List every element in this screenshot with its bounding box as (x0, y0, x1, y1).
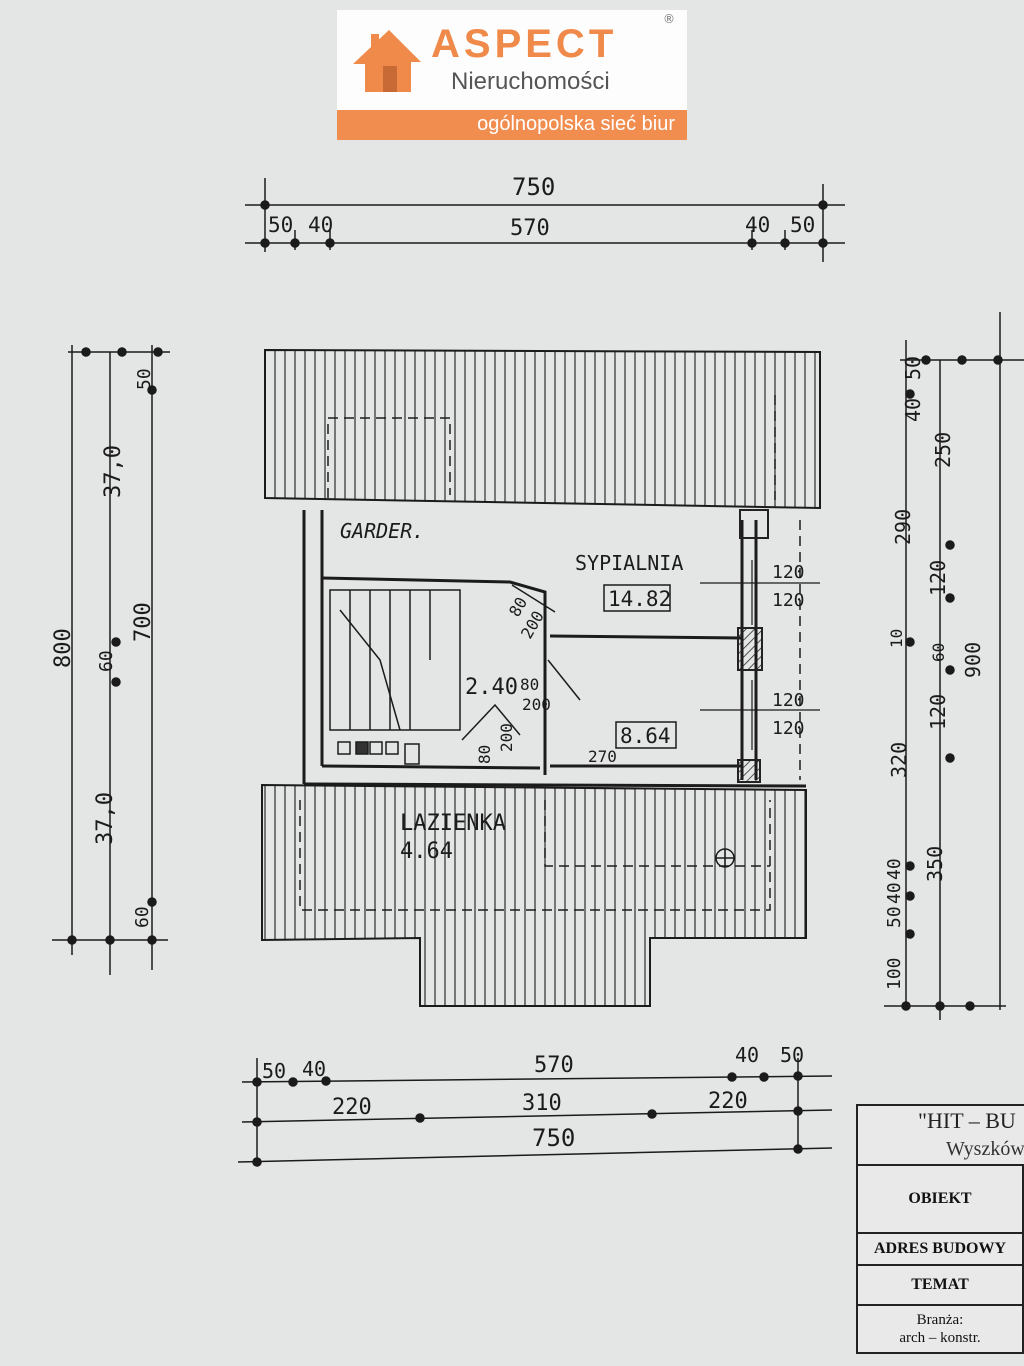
window-dim: 120 (772, 562, 805, 583)
dim-right-seg: 250 (931, 432, 955, 468)
dim-bottom-r2: 220 (708, 1089, 748, 1114)
room2-area: 8.64 (620, 724, 671, 748)
room-sypialnia: SYPIALNIA (575, 551, 683, 575)
dim-top-part: 40 (308, 213, 333, 237)
dim-right-seg: 10 (887, 629, 906, 648)
chimney (737, 627, 763, 671)
chimney (737, 759, 761, 783)
area-box (603, 584, 671, 612)
row-adres: ADRES BUDOWY (858, 1234, 1024, 1266)
dim-bottom-r1: 50 (262, 1059, 286, 1083)
roof-outline-dashed (299, 395, 801, 911)
registered-mark: ® (663, 12, 675, 26)
door-dim: 200 (522, 695, 551, 714)
dim-top-part: 50 (268, 213, 293, 237)
dim-right-seg: 50 (884, 906, 905, 928)
dim-left-total: 800 (51, 628, 76, 668)
dim-left-inner: 37,0 (101, 445, 126, 498)
title-block-header: "HIT – BU Wyszków (858, 1106, 1024, 1166)
room-lazienka: LAZIENKA (400, 811, 506, 836)
dim-left-small: 50 (134, 368, 155, 390)
dim-right-outer: 900 (961, 642, 985, 678)
project-name: "HIT – BU (918, 1108, 1016, 1133)
logo-band: ogólnopolska sieć biur (337, 110, 687, 140)
staircase (329, 589, 461, 731)
logo-brand: ASPECT (431, 22, 618, 66)
dim-right-seg: 290 (891, 509, 915, 545)
dim-top-part: 40 (745, 213, 770, 237)
dim-top-part: 570 (510, 216, 550, 241)
dim-bottom-r1: 50 (780, 1043, 804, 1067)
room-lazienka-area: 4.64 (400, 839, 453, 864)
dim-top-total: 750 (512, 173, 555, 201)
area-box (615, 721, 677, 749)
dim-right-seg: 120 (926, 694, 950, 730)
branza-label: Branża: (916, 1312, 964, 1328)
dim-left-inner: 700 (131, 602, 156, 642)
branza-value: arch – konstr. (899, 1330, 981, 1346)
dim-bottom-r2: 220 (332, 1095, 372, 1120)
door-dim: 200 (497, 723, 516, 752)
row-temat: TEMAT (858, 1266, 1024, 1306)
row-branza: Branża: arch – konstr. (858, 1306, 1024, 1352)
dim-bottom-total: 750 (532, 1124, 575, 1152)
door-dim: 80 (475, 745, 494, 764)
row-obiekt: OBIEKT (858, 1166, 1024, 1234)
house-icon (353, 30, 421, 92)
door-swings (461, 584, 581, 741)
dim-right-seg: 120 (926, 560, 950, 596)
window-box (739, 509, 769, 539)
dim-bottom-r1: 40 (302, 1057, 326, 1081)
project-city: Wyszków (946, 1138, 1024, 1160)
top-dimensions (245, 178, 845, 262)
bathroom-fixtures (337, 741, 735, 868)
dim-right-seg: 350 (923, 846, 947, 882)
bottom-dimensions (237, 1058, 833, 1167)
roof-hatch (261, 348, 821, 1007)
door-dim: 80 (520, 675, 539, 694)
dim-right-seg: 40 (884, 882, 905, 904)
logo-subtitle: Nieruchomości (451, 68, 610, 95)
window-dim: 120 (772, 718, 805, 739)
dim-bottom-r1: 40 (735, 1043, 759, 1067)
dim-bottom-r1: 570 (534, 1053, 574, 1078)
room-hall-area: 2.40 (465, 675, 518, 700)
dim-top-part: 50 (790, 213, 815, 237)
dim-left-inner: 37,0 (93, 792, 118, 845)
window-dim: 120 (772, 690, 805, 711)
wall-dim: 270 (588, 747, 617, 766)
window-dimension-lines (700, 560, 820, 750)
dim-right-seg: 100 (884, 957, 905, 990)
dim-left-small: 60 (132, 906, 153, 928)
aspect-logo: ASPECT ® Nieruchomości ogólnopolska sieć… (337, 10, 687, 140)
dim-bottom-r2: 310 (522, 1091, 562, 1116)
walls (302, 510, 807, 788)
dim-right-seg: 60 (929, 643, 948, 662)
dim-right-seg: 40 (884, 858, 905, 880)
logo-tagline: ogólnopolska sieć biur (477, 113, 675, 135)
dim-right-seg: 320 (887, 742, 911, 778)
room-sypialnia-area: 14.82 (608, 587, 671, 611)
dim-left-small: 60 (96, 650, 117, 672)
right-dimensions (884, 312, 1024, 1020)
dim-right-seg: 50 (901, 356, 925, 380)
title-block: "HIT – BU Wyszków OBIEKT ADRES BUDOWY TE… (856, 1104, 1024, 1354)
room-garderoba: GARDER. (340, 519, 424, 543)
window-dim: 120 (772, 590, 805, 611)
dim-right-seg: 40 (901, 398, 925, 422)
left-dimensions (52, 345, 170, 975)
